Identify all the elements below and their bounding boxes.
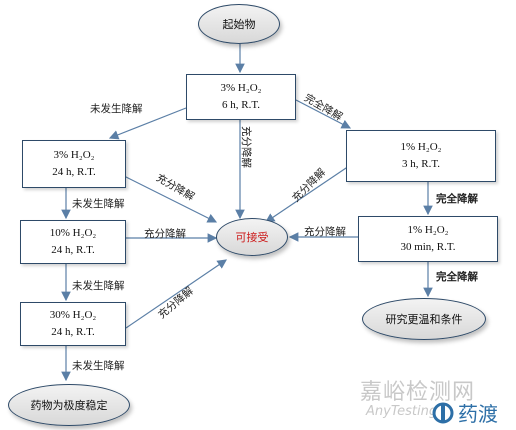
box1-concentration: 3% H₂O₂ bbox=[220, 82, 262, 94]
box3-duration: 24 h, R.T. bbox=[51, 244, 95, 256]
label-full-box1-acceptable: 充分降解 bbox=[240, 126, 252, 168]
box5-concentration: 1% H₂O₂ bbox=[400, 141, 442, 153]
watermark-english: AnyTesting bbox=[366, 404, 438, 419]
box6-duration: 30 min, R.T. bbox=[400, 241, 456, 253]
label-no-degradation-box1-box2: 未发生降解 bbox=[90, 103, 143, 115]
watermark-chinese: 嘉峪检测网 bbox=[360, 380, 476, 405]
acceptable-label: 可接受 bbox=[235, 231, 269, 244]
label-full-box3-acceptable: 充分降解 bbox=[144, 228, 186, 240]
box1-duration: 6 h, R.T. bbox=[222, 99, 260, 111]
box4-concentration: 30% H₂O₂ bbox=[49, 309, 97, 321]
condition-box-1pct-3h: 1% H₂O₂ 3 h, R.T. bbox=[346, 130, 496, 182]
milder-label: 研究更温和条件 bbox=[385, 313, 463, 326]
arrow-box4-acceptable bbox=[125, 259, 227, 329]
label-no-degradation-box2-box3: 未发生降解 bbox=[72, 198, 125, 210]
yaodu-logo-icon bbox=[432, 402, 454, 423]
start-node: 起始物 bbox=[198, 4, 280, 44]
start-label: 起始物 bbox=[222, 18, 256, 31]
label-complete-box5-box6: 完全降解 bbox=[436, 193, 478, 205]
stable-label: 药物为极度稳定 bbox=[30, 399, 108, 412]
box5-duration: 3 h, R.T. bbox=[402, 158, 440, 170]
condition-box-1pct-30min: 1% H₂O₂ 30 min, R.T. bbox=[358, 216, 498, 262]
label-no-degradation-box3-box4: 未发生降解 bbox=[72, 280, 125, 292]
box2-concentration: 3% H₂O₂ bbox=[53, 149, 95, 161]
label-full-box6-acceptable: 充分降解 bbox=[304, 226, 346, 238]
label-complete-box6-milder: 完全降解 bbox=[436, 271, 478, 283]
condition-box-3pct-24h: 3% H₂O₂ 24 h, R.T. bbox=[22, 140, 126, 188]
condition-box-10pct-24h: 10% H₂O₂ 24 h, R.T. bbox=[20, 220, 126, 264]
box4-duration: 24 h, R.T. bbox=[51, 326, 95, 338]
watermark-logo-text: 药渡 bbox=[458, 402, 498, 426]
label-no-degradation-box4-stable: 未发生降解 bbox=[72, 360, 125, 372]
extremely-stable-node: 药物为极度稳定 bbox=[8, 384, 130, 426]
acceptable-node: 可接受 bbox=[216, 218, 288, 256]
arrow-box5-acceptable bbox=[265, 163, 353, 223]
box6-concentration: 1% H₂O₂ bbox=[407, 224, 449, 236]
arrow-box1-box5 bbox=[295, 99, 352, 129]
condition-box-30pct-24h: 30% H₂O₂ 24 h, R.T. bbox=[20, 302, 126, 346]
arrow-box1-box2 bbox=[108, 107, 187, 140]
box3-concentration: 10% H₂O₂ bbox=[49, 227, 97, 239]
box2-duration: 24 h, R.T. bbox=[52, 166, 96, 178]
arrow-box2-acceptable bbox=[111, 169, 218, 223]
condition-box-3pct-6h: 3% H₂O₂ 6 h, R.T. bbox=[186, 74, 296, 120]
watermark-logo: 药渡 bbox=[432, 398, 498, 427]
milder-conditions-node: 研究更温和条件 bbox=[362, 298, 486, 340]
